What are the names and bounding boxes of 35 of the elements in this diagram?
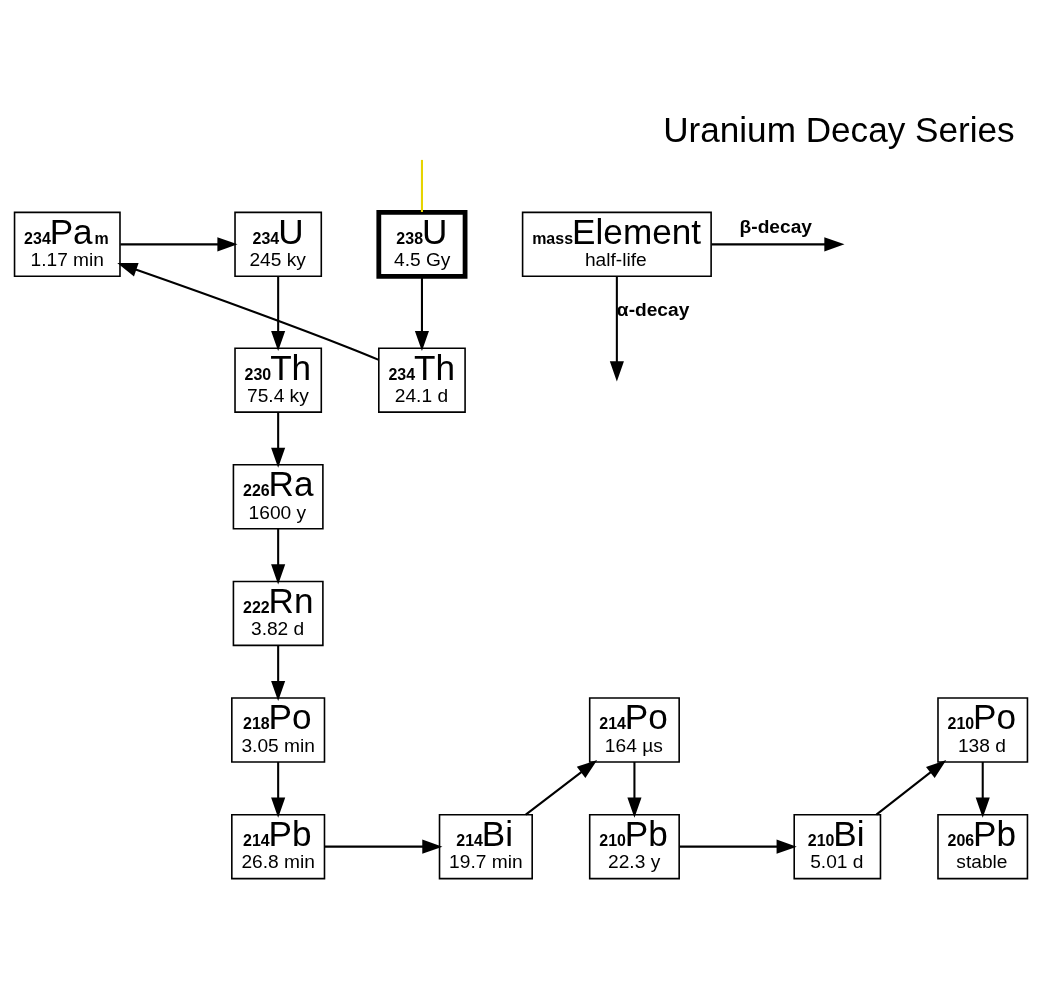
- node-box: 218Po 3.05 min: [231, 696, 326, 763]
- node-box: massElement half-life: [521, 211, 712, 277]
- node-box: 214Bi 19.7 min: [438, 813, 533, 879]
- node-box: 222Rn 3.82 d: [232, 580, 324, 646]
- node-box: 210Po 138 d: [937, 696, 1029, 763]
- diagram-title: Uranium Decay Series: [663, 109, 1015, 149]
- arrow: [120, 236, 238, 251]
- arrow: [975, 761, 990, 818]
- arrow: [525, 759, 598, 815]
- arrow: [271, 411, 286, 468]
- arrow: [271, 528, 286, 584]
- arrow: [271, 644, 286, 701]
- arrow: [875, 759, 947, 815]
- arrow: [324, 839, 443, 854]
- connector: [420, 159, 423, 212]
- arrow: [414, 276, 429, 351]
- node-box: 234Th 24.1 d: [378, 346, 466, 413]
- arrow: [271, 276, 286, 351]
- arrow: [117, 262, 380, 361]
- arrow: [679, 839, 797, 854]
- arrow: [609, 276, 624, 381]
- edge-label: β-decay: [739, 215, 812, 237]
- node-box: 234U 245 ky: [234, 211, 323, 277]
- node-box: 238U 4.5 Gy: [376, 209, 468, 279]
- node-box: 214Po 164 µs: [588, 696, 680, 763]
- node-box: 230Th 75.4 ky: [234, 346, 323, 413]
- node-box: 234Pam 1.17 min: [13, 211, 121, 277]
- node-box: 210Pb 22.3 y: [588, 813, 680, 879]
- node-box: 206Pb stable: [937, 813, 1029, 879]
- node-box: 226Ra 1600 y: [232, 463, 324, 529]
- node-box: 214Pb 26.8 min: [231, 813, 326, 879]
- arrow: [711, 236, 845, 251]
- arrow: [627, 761, 642, 818]
- node-box: 210Bi 5.01 d: [793, 813, 882, 879]
- arrow: [271, 761, 286, 818]
